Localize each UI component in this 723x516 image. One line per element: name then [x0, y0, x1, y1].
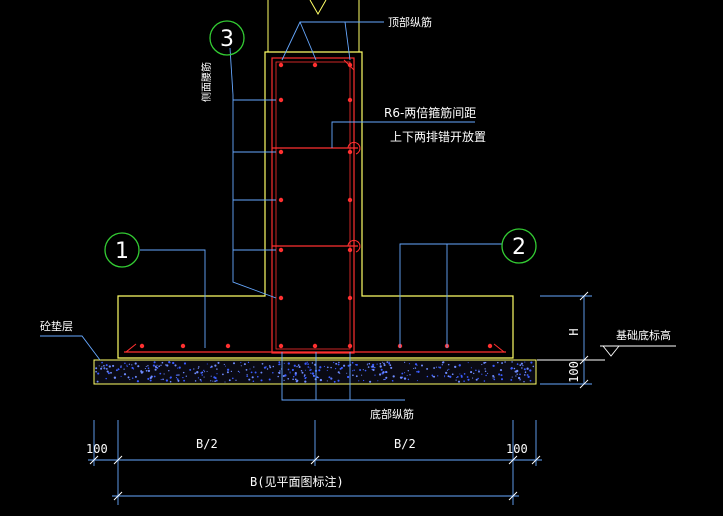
bottom-dimensions: [88, 420, 542, 505]
callout-circle-2: [501, 228, 537, 264]
elevation-marker: [537, 345, 676, 361]
break-mark: [309, 0, 327, 16]
callout-circle-3: [209, 20, 245, 56]
stirrup-outer: [271, 57, 355, 354]
bottom-hook-right: [493, 343, 505, 353]
dim-right-half: B/2: [394, 437, 416, 451]
leader-lines: [40, 21, 502, 401]
right-dimensions: [540, 291, 592, 389]
tie-hook-2: [347, 239, 361, 253]
cushion-label: 砼垫层: [40, 319, 73, 333]
callout-number-3: 3: [220, 27, 234, 52]
top-rebar-label: 顶部纵筋: [388, 15, 432, 29]
concrete-outline: [117, 51, 514, 359]
callout-circle-1: [104, 232, 140, 268]
dim-total: B(见平面图标注): [250, 474, 344, 489]
side-rebar-label: 侧面腰筋: [200, 62, 213, 102]
bottom-rebar-label: 底部纵筋: [370, 407, 414, 421]
stirrup-note-line-1: R6-两倍箍筋间距: [384, 105, 476, 120]
dim-left-half: B/2: [196, 437, 218, 451]
dimension-ticks: [89, 455, 541, 501]
dim-left-edge: 100: [86, 442, 108, 456]
stirrup-inner: [275, 61, 351, 350]
cushion-hatch: [95, 361, 535, 383]
bottom-hook-left: [125, 343, 137, 353]
tie-hook-1: [347, 141, 361, 155]
cushion-thickness-label: 100: [567, 361, 581, 383]
dim-right-edge: 100: [506, 442, 528, 456]
callout-number-1: 1: [115, 239, 129, 264]
callout-number-2: 2: [512, 235, 526, 260]
cushion-layer: [93, 359, 537, 385]
bottom-elevation-label: 基础底标高: [616, 328, 671, 342]
stirrup-note-line-2: 上下两排错开放置: [390, 129, 486, 144]
height-dim-label: H: [567, 328, 581, 335]
rebar-dots: [139, 62, 493, 349]
